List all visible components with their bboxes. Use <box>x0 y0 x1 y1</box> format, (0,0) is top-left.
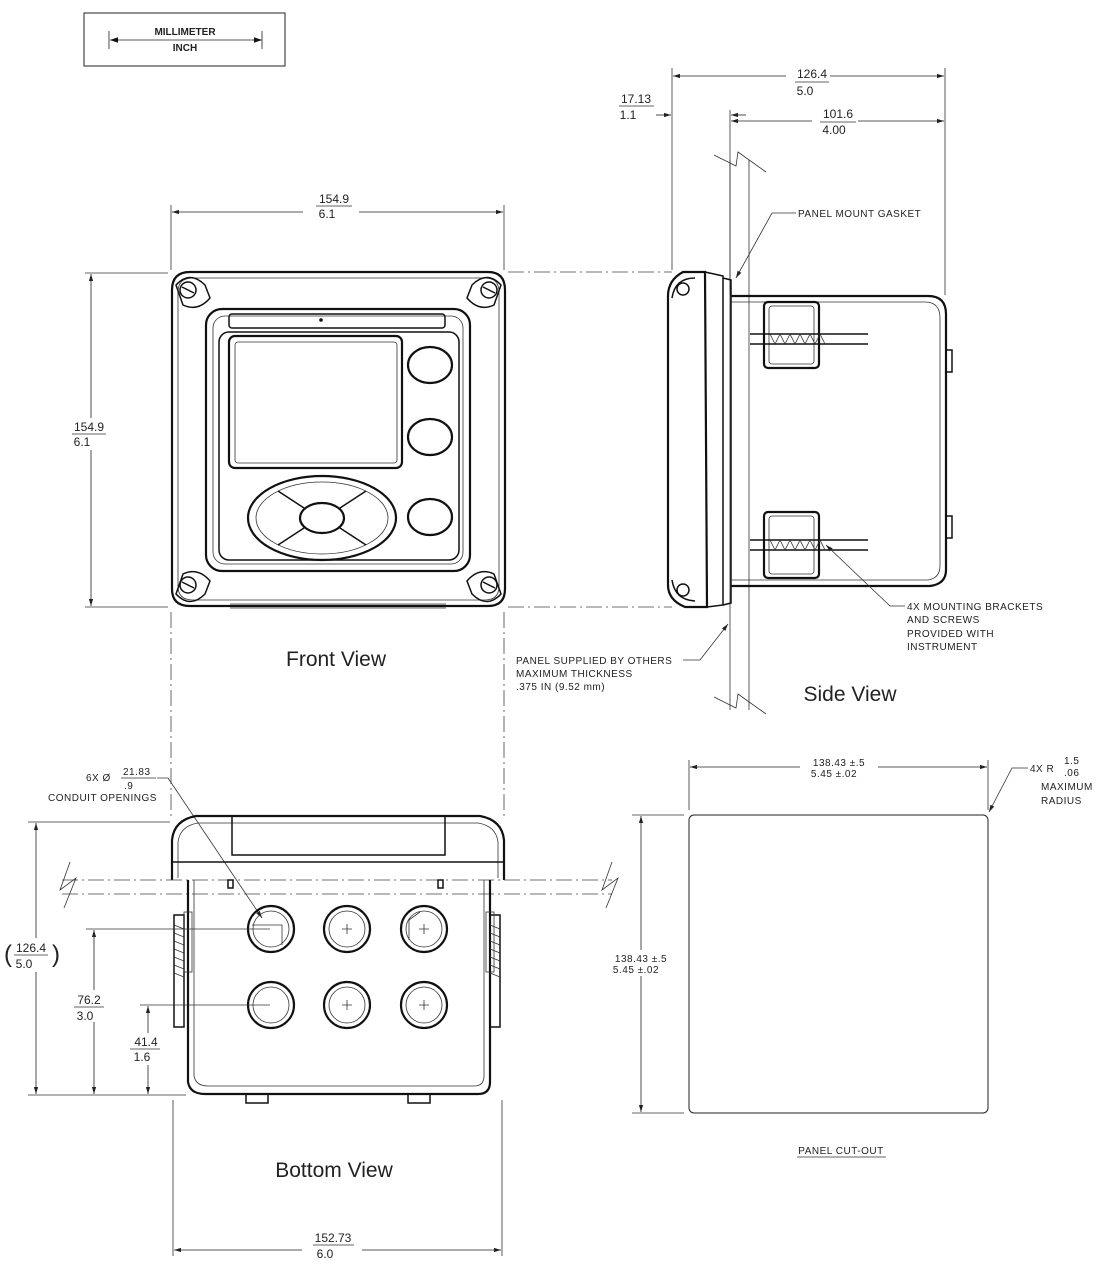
bottom-row1-in: 3.0 <box>77 1009 94 1023</box>
units-legend: MILLIMETER INCH <box>83 12 286 67</box>
front-view: 154.9 6.1 154.9 6.1 <box>70 192 507 609</box>
cutout-title: PANEL CUT-OUT <box>798 1146 883 1157</box>
bottom-row1-mm: 76.2 <box>77 993 101 1007</box>
svg-text:): ) <box>52 941 60 968</box>
bottom-height-in: 5.0 <box>16 957 33 971</box>
bottom-width-mm: 152.73 <box>315 1231 352 1245</box>
legend-millimeter: MILLIMETER <box>154 27 216 38</box>
side-view: 126.4 5.0 101.6 4.00 17.13 1.1 <box>516 62 1043 715</box>
cutout-width-mm: 138.43 ±.5 <box>813 758 865 769</box>
radius-prefix: 4X R <box>1030 764 1054 775</box>
bottom-row2-mm: 41.4 <box>134 1035 158 1049</box>
radius-line1: MAXIMUM <box>1041 782 1093 793</box>
side-depth-in: 4.00 <box>822 123 846 137</box>
front-width-in: 6.1 <box>319 207 336 221</box>
side-flange-mm: 17.13 <box>621 92 651 106</box>
bottom-height-mm: 126.4 <box>16 941 46 955</box>
cutout-height-mm: 138.43 ±.5 <box>615 954 667 965</box>
conduit-label: CONDUIT OPENINGS <box>48 793 157 804</box>
side-view-title: Side View <box>803 683 897 706</box>
panel-cutout: 138.43 ±.5 5.45 ±.02 138.43 ±.5 5.45 ±.0… <box>606 755 1093 1158</box>
legend-inch: INCH <box>173 43 197 54</box>
gasket-note: PANEL MOUNT GASKET <box>798 209 921 220</box>
brackets-note-3: PROVIDED WITH <box>907 629 994 640</box>
corner-screws <box>175 276 502 603</box>
radius-mm: 1.5 <box>1064 756 1079 767</box>
front-height-mm: 154.9 <box>74 420 104 434</box>
conduit-mm: 21.83 <box>123 767 151 778</box>
brackets-note-1: 4X MOUNTING BRACKETS <box>907 602 1043 613</box>
side-depth-mm: 101.6 <box>823 107 853 121</box>
front-width-mm: 154.9 <box>319 192 349 206</box>
side-total-mm: 126.4 <box>797 67 827 81</box>
bottom-view: 6X Ø 21.83 .9 CONDUIT OPENINGS <box>4 767 619 1262</box>
conduit-in: .9 <box>124 781 133 792</box>
brackets-note-2: AND SCREWS <box>907 615 980 626</box>
conduit-openings <box>246 904 449 1030</box>
conduit-qty: 6X Ø <box>86 773 111 784</box>
bottom-view-title: Bottom View <box>275 1159 393 1182</box>
svg-text:(: ( <box>4 941 12 968</box>
bottom-width-in: 6.0 <box>317 1247 334 1261</box>
side-flange-in: 1.1 <box>620 108 637 122</box>
front-height-in: 6.1 <box>74 435 91 449</box>
radius-in: .06 <box>1064 768 1079 779</box>
cutout-height-in: 5.45 ±.02 <box>613 965 659 976</box>
panel-note-2: MAXIMUM THICKNESS <box>516 669 633 680</box>
cutout-width-in: 5.45 ±.02 <box>811 769 857 780</box>
front-view-title: Front View <box>286 648 387 671</box>
brackets-note-4: INSTRUMENT <box>907 642 978 653</box>
panel-note-3: .375 IN (9.52 mm) <box>516 682 605 693</box>
panel-note-1: PANEL SUPPLIED BY OTHERS <box>516 656 672 667</box>
bottom-row2-in: 1.6 <box>134 1050 151 1064</box>
side-total-in: 5.0 <box>797 84 814 98</box>
radius-line2: RADIUS <box>1041 796 1082 807</box>
